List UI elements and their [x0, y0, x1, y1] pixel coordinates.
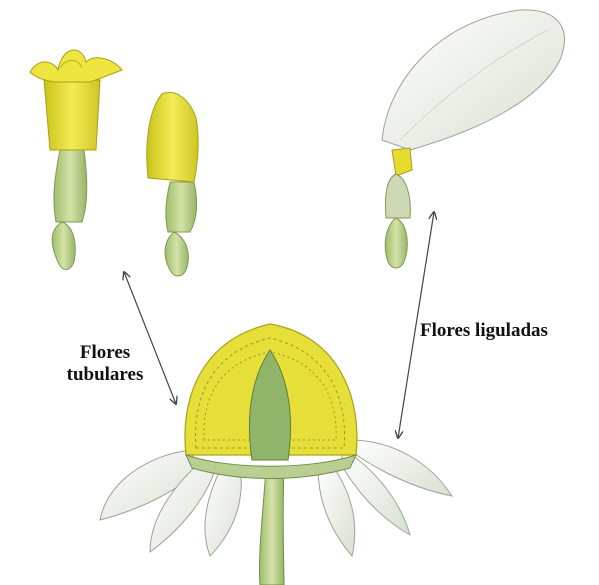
tubular-floret-open [30, 50, 122, 269]
ligulate-floret [382, 10, 564, 268]
tubular-floret-bud [147, 92, 198, 276]
label-tubular-florets: Flores tubulares [46, 342, 164, 386]
label-ligulate-florets: Flores liguladas [420, 320, 548, 342]
label-tubular-line1: Flores [46, 342, 164, 364]
label-tubular-line2: tubulares [46, 364, 164, 386]
